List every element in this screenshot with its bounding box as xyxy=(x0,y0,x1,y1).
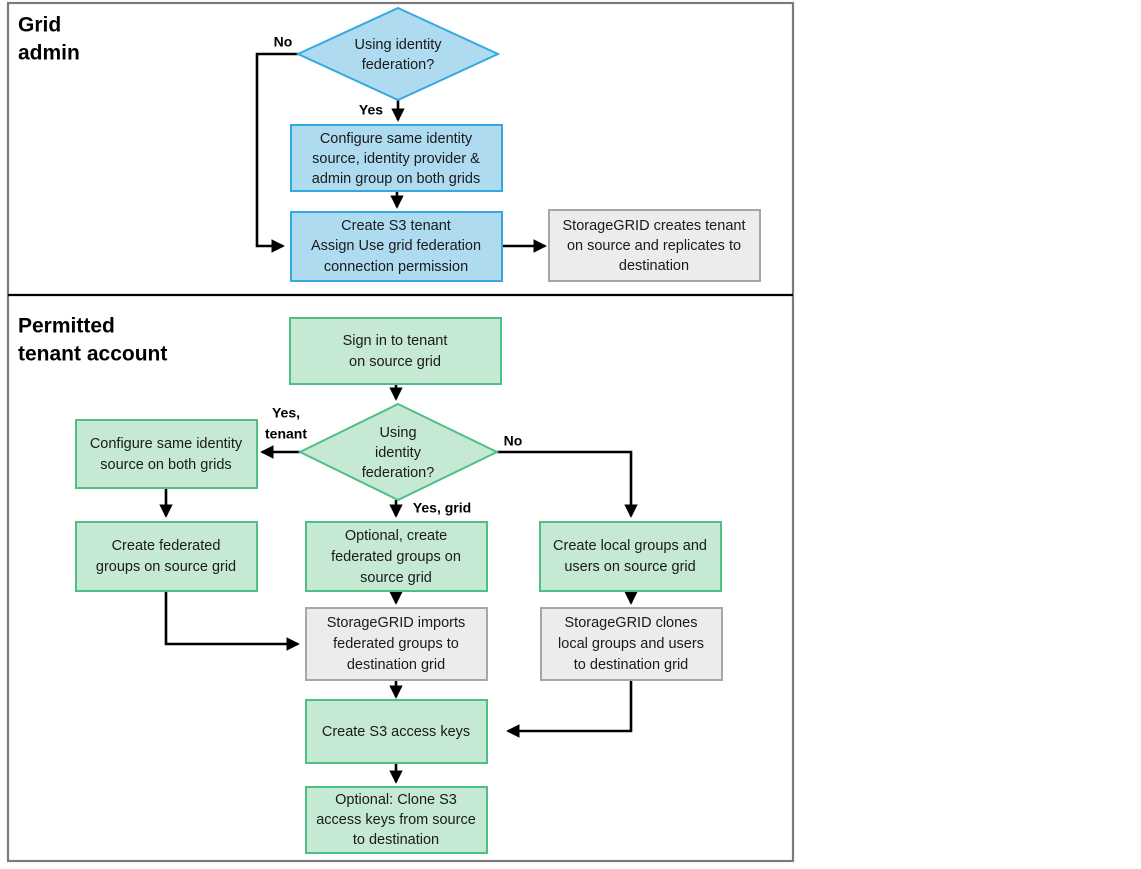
node-configure-identity-admin-line1: Configure same identity xyxy=(320,131,473,147)
edge-label-admin-no: No xyxy=(274,34,293,50)
node-optional-clone-access-keys-line1: Optional: Clone S3 xyxy=(335,792,457,808)
node-optional-create-federated-groups-line1: Optional, create xyxy=(345,528,447,544)
node-create-s3-tenant-line2-strong: Use grid federation xyxy=(359,238,482,254)
node-optional-create-federated-groups-line2: federated groups on xyxy=(331,549,461,565)
node-create-s3-access-keys-label: Create S3 access keys xyxy=(322,724,470,740)
node-decision-grid-federation-line2: federation? xyxy=(362,57,435,73)
lane-title-tenant-account-line1: Permitted xyxy=(18,315,115,338)
node-configure-identity-tenant: Configure same identity source on both g… xyxy=(75,419,258,489)
diagram-frame xyxy=(6,1,795,863)
node-create-s3-tenant-line1: Create S3 tenant xyxy=(341,218,451,234)
node-storagegrid-creates-tenant: StorageGRID creates tenant on source and… xyxy=(548,209,761,282)
node-storagegrid-clones-groups-line3: to destination grid xyxy=(574,657,688,673)
node-decision-tenant-federation-line2: identity xyxy=(375,445,422,461)
lane-title-tenant-account-line2: tenant account xyxy=(18,343,167,366)
node-configure-identity-admin-line3: admin group on both grids xyxy=(312,171,480,187)
node-storagegrid-clones-groups-line1: StorageGRID clones xyxy=(565,615,698,631)
node-create-s3-tenant-line2-plain: Assign xyxy=(311,238,359,254)
node-sign-in-tenant: Sign in to tenant on source grid xyxy=(289,317,502,385)
edge-label-tenant-no: No xyxy=(504,433,523,449)
node-sign-in-tenant-line2: on source grid xyxy=(349,354,441,370)
node-create-federated-groups-line2: groups on source grid xyxy=(96,559,236,575)
node-storagegrid-creates-tenant-line2: on source and replicates to xyxy=(567,238,741,254)
node-create-s3-tenant-line3-plain: permission xyxy=(394,259,468,275)
edge-label-admin-yes: Yes xyxy=(359,102,383,118)
edge-create-federated-to-imports xyxy=(164,591,300,651)
node-create-s3-access-keys: Create S3 access keys xyxy=(305,699,488,764)
node-storagegrid-clones-groups-line2: local groups and users xyxy=(558,636,704,652)
edge-label-tenant-yes-line1: Yes, xyxy=(272,405,300,421)
node-configure-identity-admin: Configure same identity source, identity… xyxy=(290,124,503,192)
node-storagegrid-creates-tenant-line3: destination xyxy=(619,258,689,274)
node-create-local-groups-users: Create local groups and users on source … xyxy=(539,521,722,592)
node-optional-clone-access-keys-line2: access keys from source xyxy=(316,812,476,828)
lane-title-grid-admin-line1: Grid xyxy=(18,14,61,37)
node-create-federated-groups: Create federated groups on source grid xyxy=(75,521,258,592)
node-sign-in-tenant-line1: Sign in to tenant xyxy=(343,333,448,349)
node-optional-create-federated-groups: Optional, create federated groups on sou… xyxy=(305,521,488,592)
node-create-s3-tenant: Create S3 tenant Assign Use grid federat… xyxy=(290,211,503,282)
node-optional-clone-access-keys: Optional: Clone S3 access keys from sour… xyxy=(305,786,488,854)
node-decision-grid-federation: Using identity federation? xyxy=(295,6,501,102)
lane-title-grid-admin-line2: admin xyxy=(18,42,80,65)
node-create-s3-tenant-line3-strong: connection xyxy=(324,259,394,275)
edge-tenant-no xyxy=(497,450,638,518)
node-storagegrid-creates-tenant-line1: StorageGRID creates tenant xyxy=(563,218,746,234)
node-storagegrid-imports-groups-line2: federated groups to xyxy=(333,636,459,652)
node-create-local-groups-users-line1: Create local groups and xyxy=(553,538,707,554)
node-decision-tenant-federation-line3: federation? xyxy=(362,465,435,481)
node-decision-tenant-federation-line1: Using xyxy=(379,425,416,441)
edge-label-tenant-yes-grid: Yes, grid xyxy=(413,500,471,516)
node-storagegrid-imports-groups-line3: destination grid xyxy=(347,657,445,673)
node-optional-create-federated-groups-line3: source grid xyxy=(360,570,432,586)
node-decision-grid-federation-line1: Using identity xyxy=(354,37,442,53)
node-configure-identity-admin-line2: source, identity provider & xyxy=(312,151,480,167)
edge-clones-to-access-keys xyxy=(506,681,633,738)
node-create-s3-tenant-line2: Assign Use grid federation xyxy=(311,238,481,254)
node-create-local-groups-users-line2: users on source grid xyxy=(564,559,695,575)
edge-admin-no xyxy=(255,52,298,253)
node-storagegrid-imports-groups: StorageGRID imports federated groups to … xyxy=(305,607,488,681)
edge-label-tenant-yes-line2: tenant xyxy=(265,426,307,442)
node-optional-clone-access-keys-line3: to destination xyxy=(353,832,439,848)
node-storagegrid-clones-groups: StorageGRID clones local groups and user… xyxy=(540,607,723,681)
node-create-s3-tenant-line3: connection permission xyxy=(324,259,468,275)
node-storagegrid-imports-groups-line1: StorageGRID imports xyxy=(327,615,466,631)
node-configure-identity-tenant-line2: source on both grids xyxy=(100,457,231,473)
node-decision-tenant-federation: Using identity federation? xyxy=(297,402,500,502)
node-create-federated-groups-line1: Create federated xyxy=(112,538,221,554)
node-configure-identity-tenant-line1: Configure same identity xyxy=(90,436,243,452)
